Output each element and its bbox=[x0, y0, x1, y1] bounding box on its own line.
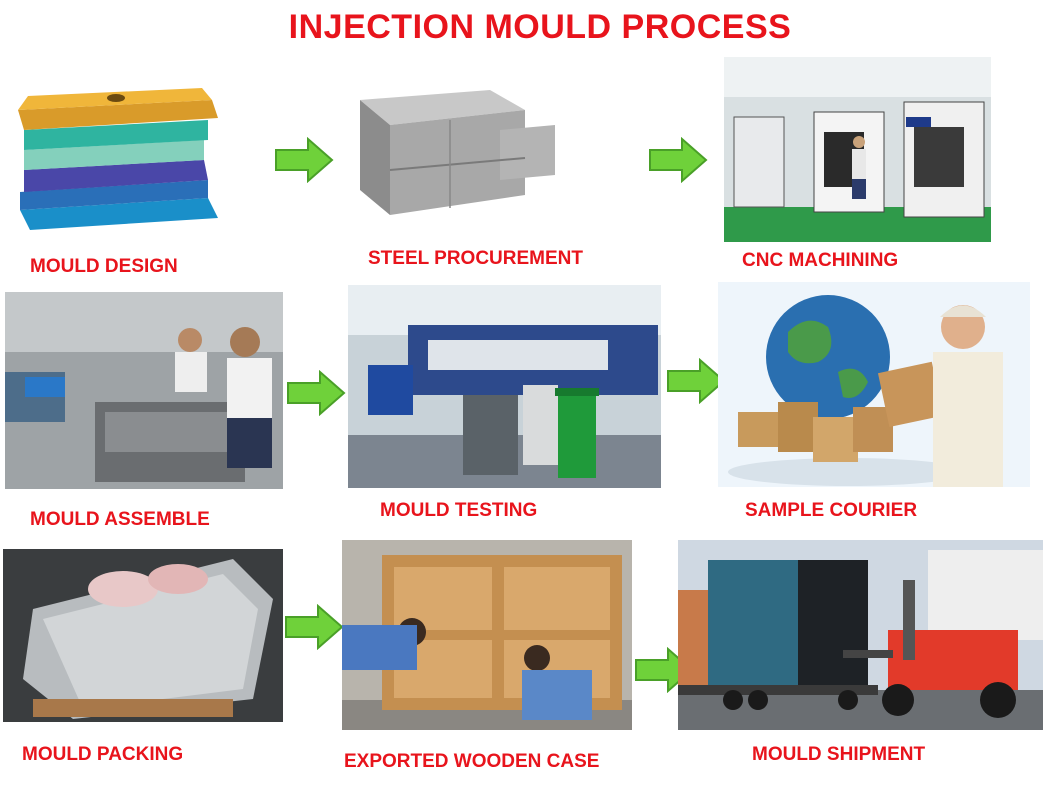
step-label: MOULD PACKING bbox=[22, 744, 184, 765]
mould-shipment-image bbox=[678, 540, 1043, 730]
mould-assemble-image bbox=[5, 292, 283, 489]
exported-wooden-case-image bbox=[342, 540, 632, 730]
arrow-right-icon bbox=[666, 358, 726, 404]
page-title: INJECTION MOULD PROCESS bbox=[288, 8, 792, 46]
mould-testing-image bbox=[348, 285, 661, 488]
cnc-machining-image bbox=[724, 57, 991, 242]
arrow-right-icon bbox=[286, 370, 346, 416]
step-label: MOULD SHIPMENT bbox=[752, 744, 926, 765]
mould-design-image bbox=[12, 80, 222, 245]
step-label: MOULD DESIGN bbox=[30, 256, 178, 277]
arrow-right-icon bbox=[648, 137, 708, 183]
step-label: EXPORTED WOODEN CASE bbox=[344, 751, 600, 772]
sample-courier-image bbox=[718, 282, 1030, 487]
step-label: STEEL PROCUREMENT bbox=[368, 248, 584, 269]
steel-procurement-image bbox=[350, 80, 565, 230]
mould-packing-image bbox=[3, 549, 283, 722]
arrow-right-icon bbox=[284, 604, 344, 650]
step-label: SAMPLE COURIER bbox=[745, 500, 918, 521]
step-label: MOULD ASSEMBLE bbox=[30, 509, 210, 530]
arrow-right-icon bbox=[274, 137, 334, 183]
step-label: CNC MACHINING bbox=[742, 250, 899, 271]
step-label: MOULD TESTING bbox=[380, 500, 538, 521]
